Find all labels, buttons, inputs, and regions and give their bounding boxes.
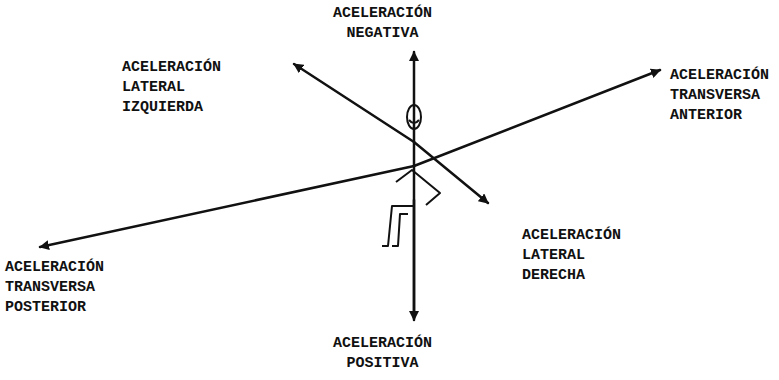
axis-label: ACELERACIÓN LATERAL IZQUIERDA	[122, 58, 221, 118]
figure-face	[409, 120, 419, 123]
seated-figure	[382, 105, 440, 246]
axis-label: ACELERACIÓN LATERAL DERECHA	[522, 226, 621, 286]
vertical-axis-down	[413, 200, 416, 320]
figure-leg-right	[392, 214, 408, 246]
transverse-axis-front	[414, 70, 660, 166]
axis-label: ACELERACIÓN NEGATIVA	[333, 4, 432, 44]
lateral-axis-left	[294, 64, 414, 142]
transverse-axis-back	[40, 166, 414, 247]
axis-label: ACELERACIÓN TRANSVERSA ANTERIOR	[670, 66, 769, 126]
figure-leg-left	[382, 206, 413, 246]
axis-label: ACELERACIÓN TRANSVERSA POSTERIOR	[5, 258, 104, 318]
axis-label: ACELERACIÓN POSITIVA	[333, 334, 432, 374]
figure-seat	[396, 170, 440, 205]
figure-head	[407, 105, 421, 129]
